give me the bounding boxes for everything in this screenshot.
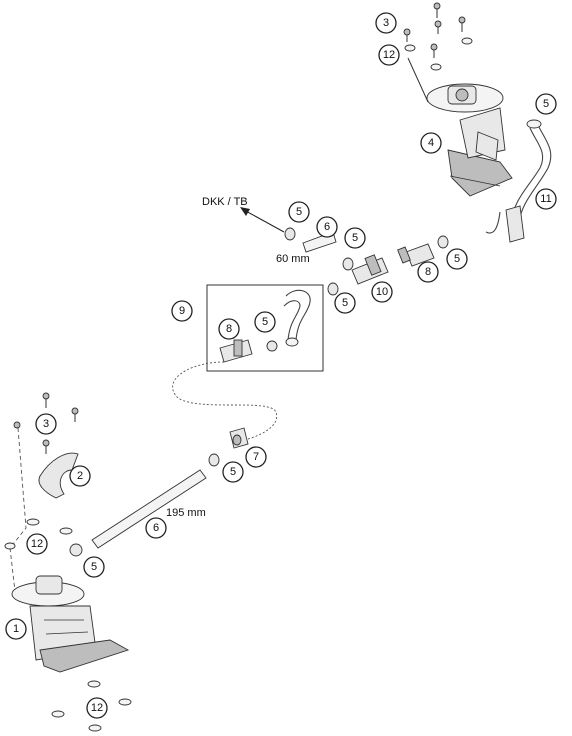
callout-5-connector: 5 [446, 248, 468, 270]
callout-5-valve: 5 [334, 292, 356, 314]
nipple-7 [208, 427, 249, 467]
svg-text:2: 2 [77, 470, 83, 482]
bracket-2 [38, 452, 79, 499]
screw-set-upper [403, 2, 473, 103]
svg-text:8: 8 [425, 266, 431, 278]
svg-text:10: 10 [376, 286, 388, 298]
callout-12-lower: 12 [26, 533, 48, 555]
callout-9: 9 [171, 300, 193, 322]
callout-10: 10 [371, 281, 393, 303]
svg-text:1: 1 [13, 623, 19, 635]
callout-8-upper: 8 [417, 261, 439, 283]
callout-5-dkk: 5 [288, 201, 310, 223]
svg-text:8: 8 [226, 323, 232, 335]
washers-lower [4, 518, 132, 732]
callout-6-lower: 6 [145, 517, 167, 539]
callout-4: 4 [420, 132, 442, 154]
callout-11: 11 [535, 188, 557, 210]
callout-6-upper: 6 [316, 216, 338, 238]
callout-5-lower: 5 [83, 556, 105, 578]
svg-text:5: 5 [91, 561, 97, 573]
callout-8-box: 8 [218, 318, 240, 340]
svg-text:12: 12 [383, 49, 395, 61]
callout-12-upper: 12 [378, 44, 400, 66]
svg-text:6: 6 [153, 522, 159, 534]
svg-text:12: 12 [91, 702, 103, 714]
callout-3-lower: 3 [35, 413, 57, 435]
svg-text:5: 5 [454, 253, 460, 265]
callout-5-tube-end: 5 [344, 227, 366, 249]
svg-text:6: 6 [324, 221, 330, 233]
svg-text:9: 9 [179, 305, 185, 317]
svg-text:3: 3 [383, 17, 389, 29]
svg-text:5: 5 [262, 316, 268, 328]
fuel-tube-195mm [91, 469, 207, 549]
fuel-hose-11 [485, 119, 552, 243]
fuel-line-routing [172, 361, 278, 443]
svg-text:7: 7 [253, 451, 259, 463]
callout-1: 1 [5, 618, 27, 640]
kit-box-9 [206, 284, 324, 372]
svg-text:5: 5 [543, 98, 549, 110]
destination-label: DKK / TB [202, 196, 248, 208]
callout-3-upper: 3 [375, 12, 397, 34]
fuel-pump-upper [426, 83, 513, 197]
svg-text:4: 4 [428, 137, 434, 149]
callout-7: 7 [245, 446, 267, 468]
callout-5-nipple: 5 [222, 461, 244, 483]
svg-text:5: 5 [230, 466, 236, 478]
svg-text:5: 5 [296, 206, 302, 218]
svg-text:5: 5 [352, 232, 358, 244]
callout-2: 2 [69, 465, 91, 487]
svg-text:5: 5 [342, 297, 348, 309]
fuel-pump-lower [11, 575, 130, 673]
callout-5-box: 5 [254, 311, 276, 333]
svg-text:11: 11 [540, 193, 551, 205]
destination-arrow [240, 207, 285, 233]
screw-set-lower [9, 392, 79, 601]
svg-text:12: 12 [31, 538, 43, 550]
length-short-label: 60 mm [276, 253, 310, 265]
callout-5-pump-upper: 5 [535, 93, 557, 115]
length-long-label: 195 mm [166, 507, 206, 519]
callout-12-bottom: 12 [86, 697, 108, 719]
svg-text:3: 3 [43, 418, 49, 430]
